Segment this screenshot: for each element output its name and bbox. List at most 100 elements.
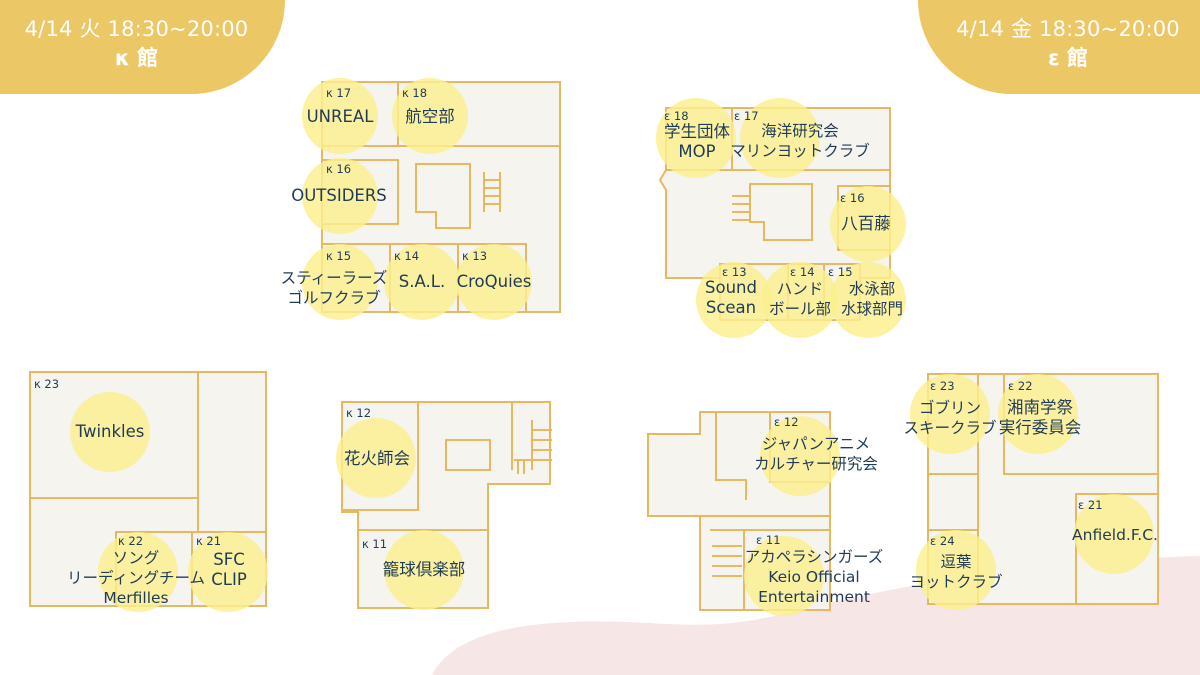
booth-e17-line2: マリンヨットクラブ <box>730 142 870 160</box>
spot-e22[interactable] <box>998 374 1078 454</box>
spot-k17[interactable] <box>302 78 378 154</box>
booth-k12-line1: 花火師会 <box>344 449 410 468</box>
booth-e23-line1: ゴブリン <box>918 399 982 417</box>
booth-e18-line1: 学生団体 <box>664 122 730 141</box>
booth-k14: S.A.L. <box>399 272 445 292</box>
booth-e14: ハンド ボール部 <box>769 279 831 319</box>
booth-e17-line1: 海洋研究会 <box>761 122 839 140</box>
booth-e18-line2: MOP <box>678 142 716 161</box>
header-epsilon-building: ε 館 <box>1047 46 1088 70</box>
booth-e12: ジャパンアニメ カルチャー研究会 <box>754 434 878 474</box>
booth-e11: アカペラシンガーズ Keio Official Entertainment <box>745 547 883 607</box>
booth-e16: 八百藤 <box>841 214 891 234</box>
spot-k18[interactable] <box>392 78 468 154</box>
booth-k21: SFC CLIP <box>211 550 247 590</box>
booth-k16: OUTSIDERS <box>291 186 387 206</box>
booth-e13-line2: Scean <box>705 298 757 317</box>
booth-e21-line1: Anfield.F.C. <box>1072 526 1158 544</box>
spot-k12[interactable] <box>336 418 416 498</box>
spot-e23[interactable] <box>910 374 990 454</box>
room-number-k23: κ 23 <box>34 377 60 391</box>
room-number-k17: κ 17 <box>326 86 352 100</box>
spot-e14[interactable] <box>762 262 838 338</box>
booth-k22-line1: ソング <box>112 549 160 567</box>
room-number-k12: κ 12 <box>346 406 372 420</box>
booth-e23-line2: スキークラブ <box>903 419 997 437</box>
header-epsilon-date: 4/14 金 18:30~20:00 <box>956 17 1180 41</box>
booth-k22-line2: リーディングチーム <box>67 569 205 587</box>
booth-e11-line2: Keio Official <box>768 568 860 586</box>
spot-k14[interactable] <box>384 244 460 320</box>
spot-k16[interactable] <box>302 158 378 234</box>
spot-k22[interactable] <box>98 532 178 612</box>
room-number-k18: κ 18 <box>402 86 428 100</box>
booth-e24: 逗葉 ヨットクラブ <box>909 552 1002 592</box>
room-number-e21: ε 21 <box>1078 498 1103 512</box>
booth-k21-line1: SFC <box>213 550 245 569</box>
booth-e24-line2: ヨットクラブ <box>909 573 1003 591</box>
booth-k15: スティーラーズ ゴルフクラブ <box>281 268 388 308</box>
spot-k15[interactable] <box>302 244 378 320</box>
header-kappa-date: 4/14 火 18:30~20:00 <box>24 17 249 41</box>
spot-e13[interactable] <box>696 262 772 338</box>
booth-e22-line1: 湘南学祭 <box>1007 398 1073 417</box>
spot-e15[interactable] <box>830 262 906 338</box>
booth-e14-line2: ボール部 <box>768 300 832 318</box>
room-number-e15: ε 15 <box>828 265 853 279</box>
spot-e11[interactable] <box>744 536 824 616</box>
spot-k21[interactable] <box>188 532 268 612</box>
booth-k15-line2: ゴルフクラブ <box>287 289 381 307</box>
spot-e18[interactable] <box>656 98 736 178</box>
header-epsilon: 4/14 金 18:30~20:00 ε 館 <box>918 0 1200 94</box>
booth-k14-line1: S.A.L. <box>398 272 446 291</box>
spot-e21[interactable] <box>1074 494 1154 574</box>
booth-e14-line1: ハンド <box>776 280 824 298</box>
room-number-e13: ε 13 <box>722 265 747 279</box>
spot-e12[interactable] <box>760 416 840 496</box>
booth-k22-line3: Merfilles <box>103 589 169 607</box>
spot-k23[interactable] <box>70 392 150 472</box>
booth-e22-line2: 実行委員会 <box>998 418 1082 437</box>
room-number-e24: ε 24 <box>930 534 955 548</box>
booth-k21-line2: CLIP <box>211 570 247 589</box>
booth-k13: CroQuies <box>457 272 532 292</box>
room-number-e23: ε 23 <box>930 379 955 393</box>
booth-k16-line1: OUTSIDERS <box>291 186 387 205</box>
booth-k11: 籠球倶楽部 <box>383 560 466 580</box>
booth-k23: Twinkles <box>76 422 145 442</box>
booth-k13-line1: CroQuies <box>456 272 532 291</box>
booth-e15: 水泳部 水球部門 <box>841 279 903 319</box>
header-kappa-building: κ 館 <box>114 46 159 70</box>
booth-k15-line1: スティーラーズ <box>280 269 388 287</box>
booth-k12: 花火師会 <box>344 449 410 469</box>
room-number-e16: ε 16 <box>840 191 865 205</box>
spot-k13[interactable] <box>456 244 532 320</box>
spot-e17[interactable] <box>740 98 820 178</box>
header-kappa: 4/14 火 18:30~20:00 κ 館 <box>0 0 285 94</box>
booth-e17: 海洋研究会 マリンヨットクラブ <box>730 121 870 161</box>
spot-e16[interactable] <box>830 186 906 262</box>
room-number-e14: ε 14 <box>790 265 815 279</box>
booth-e23: ゴブリン スキークラブ <box>903 398 996 438</box>
booth-k22: ソング リーディングチーム Merfilles <box>67 548 205 608</box>
booth-e16-line1: 八百藤 <box>841 214 891 233</box>
room-number-k22: κ 22 <box>118 534 144 548</box>
booth-k11-line1: 籠球倶楽部 <box>382 560 466 579</box>
room-number-k16: κ 16 <box>326 162 352 176</box>
booth-k18: 航空部 <box>405 107 455 127</box>
booth-k17-line1: UNREAL <box>306 107 374 126</box>
spot-e24[interactable] <box>916 530 996 610</box>
booth-e12-line2: カルチャー研究会 <box>754 455 878 473</box>
booth-e24-line1: 逗葉 <box>940 553 972 571</box>
booth-e13: Sound Scean <box>705 278 757 318</box>
booth-e11-line1: アカペラシンガーズ <box>744 548 884 566</box>
room-number-k13: κ 13 <box>462 249 488 263</box>
booth-k18-line1: 航空部 <box>405 107 455 126</box>
spot-k11[interactable] <box>384 530 464 610</box>
booth-e11-line3: Entertainment <box>758 588 870 606</box>
room-number-k15: κ 15 <box>326 249 352 263</box>
booth-e13-line1: Sound <box>705 278 757 297</box>
booth-k23-line1: Twinkles <box>75 422 145 441</box>
booth-e18: 学生団体 MOP <box>664 122 730 162</box>
